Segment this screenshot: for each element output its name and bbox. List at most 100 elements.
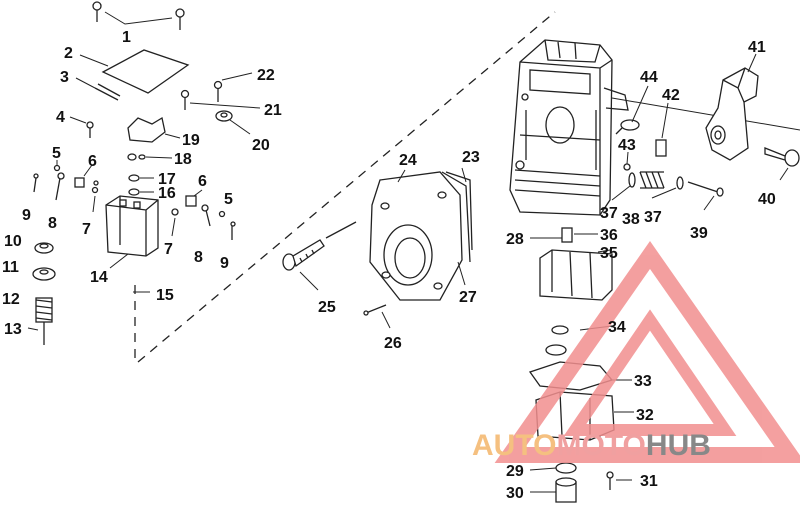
part-31-screw xyxy=(606,471,632,490)
watermark-logo xyxy=(494,241,800,463)
callout-39: 39 xyxy=(690,225,708,242)
callout-6-left: 6 xyxy=(88,153,97,170)
part-38-spring xyxy=(639,171,665,189)
part-13-pin xyxy=(27,322,45,345)
callout-15: 15 xyxy=(156,287,174,304)
part-3-gasket xyxy=(94,83,121,101)
callout-19: 19 xyxy=(182,132,200,149)
leader-27 xyxy=(457,261,466,286)
part-9-pin-right xyxy=(230,221,236,240)
callout-43: 43 xyxy=(618,137,636,154)
callout-21: 21 xyxy=(264,102,282,119)
callout-10: 10 xyxy=(4,233,22,250)
callout-30: 30 xyxy=(506,485,524,502)
part-36-fitting xyxy=(561,227,598,243)
part-44-screw xyxy=(615,85,649,135)
callout-labels: 1 2 3 4 5 5 6 6 7 7 8 8 9 9 10 11 12 13 … xyxy=(2,29,776,502)
part-21-screw xyxy=(180,89,261,110)
callout-4: 4 xyxy=(56,109,65,126)
callout-8-right: 8 xyxy=(194,249,203,266)
callout-28: 28 xyxy=(506,231,524,248)
part-9-pin-left xyxy=(33,173,39,193)
callout-13: 13 xyxy=(4,321,22,338)
watermark-text: AUTOMOTOHUB xyxy=(472,429,711,462)
part-39-screw xyxy=(687,181,724,211)
watermark-hub: HUB xyxy=(646,429,711,462)
part-40-screw xyxy=(764,147,800,181)
part-37-washer-left xyxy=(611,172,636,201)
part-7-washer-right xyxy=(171,208,179,237)
part-10-nut xyxy=(34,242,54,254)
callout-34: 34 xyxy=(608,319,626,336)
callout-37-right: 37 xyxy=(644,209,662,226)
callout-26: 26 xyxy=(384,335,402,352)
part-5-screw-right xyxy=(218,210,226,218)
callout-8-left: 8 xyxy=(48,215,57,232)
callout-42: 42 xyxy=(662,87,680,104)
watermark-triangle-outer xyxy=(494,241,800,463)
part-20-nut xyxy=(215,110,251,135)
callout-11: 11 xyxy=(2,259,19,276)
part-30-drain-screw xyxy=(530,477,577,503)
callout-22: 22 xyxy=(257,67,275,84)
callout-44: 44 xyxy=(640,69,658,86)
part-5-screw-left xyxy=(53,160,61,172)
callout-27: 27 xyxy=(459,289,477,306)
callout-14: 14 xyxy=(90,269,108,286)
part-23-gasket xyxy=(441,167,473,263)
callout-7-right: 7 xyxy=(164,241,173,258)
part-17-ring xyxy=(128,174,154,182)
callout-17: 17 xyxy=(158,171,176,188)
callout-31: 31 xyxy=(640,473,658,490)
leader-3 xyxy=(75,77,96,89)
part-11-washer xyxy=(32,267,56,281)
part-35-float xyxy=(539,249,613,301)
part-22-screw xyxy=(213,72,253,102)
callout-6-right: 6 xyxy=(198,173,207,190)
part-7-washer-left xyxy=(91,180,99,213)
part-2-cover-plate xyxy=(79,49,190,94)
callout-9-left: 9 xyxy=(22,207,31,224)
part-19-bracket xyxy=(127,116,181,143)
callout-29: 29 xyxy=(506,463,524,480)
carburetor-body xyxy=(509,39,800,216)
callout-24: 24 xyxy=(399,152,417,169)
callout-2: 2 xyxy=(64,45,73,62)
callout-7-left: 7 xyxy=(82,221,91,238)
callout-35: 35 xyxy=(600,245,618,262)
callout-18: 18 xyxy=(174,151,192,168)
callout-20: 20 xyxy=(252,137,270,154)
watermark-moto: MOTO xyxy=(556,429,645,462)
callout-1: 1 xyxy=(122,29,131,46)
callout-40: 40 xyxy=(758,191,776,208)
callout-41: 41 xyxy=(748,39,766,56)
callout-38: 38 xyxy=(622,211,640,228)
part-8-rod-right xyxy=(201,204,211,227)
callout-25: 25 xyxy=(318,299,336,316)
callout-37-left: 37 xyxy=(600,205,618,222)
callout-12: 12 xyxy=(2,291,20,308)
callout-36: 36 xyxy=(600,227,618,244)
part-14-valve-block xyxy=(105,195,159,269)
watermark-auto: AUTO xyxy=(472,429,556,462)
part-6-nut-right xyxy=(185,189,203,207)
part-4-screw xyxy=(69,116,94,138)
part-25-bolt xyxy=(282,221,357,291)
part-18-clip xyxy=(127,153,173,161)
callout-33: 33 xyxy=(634,373,652,390)
part-34-needle-valve xyxy=(545,325,613,356)
part-1-screws xyxy=(92,1,185,30)
part-26-pin xyxy=(363,304,391,329)
part-8-rod-left xyxy=(55,172,65,201)
part-37-washer-right xyxy=(651,176,684,199)
part-41-choke-cover xyxy=(705,53,759,161)
callout-5-right: 5 xyxy=(224,191,233,208)
callout-16: 16 xyxy=(158,185,176,202)
callout-9-right: 9 xyxy=(220,255,229,272)
callout-5-left: 5 xyxy=(52,145,61,162)
divider-dashed-line xyxy=(137,11,556,363)
part-43-washer xyxy=(623,151,631,171)
part-6-nut-left xyxy=(74,164,93,188)
part-24-intake-flange xyxy=(369,169,463,301)
